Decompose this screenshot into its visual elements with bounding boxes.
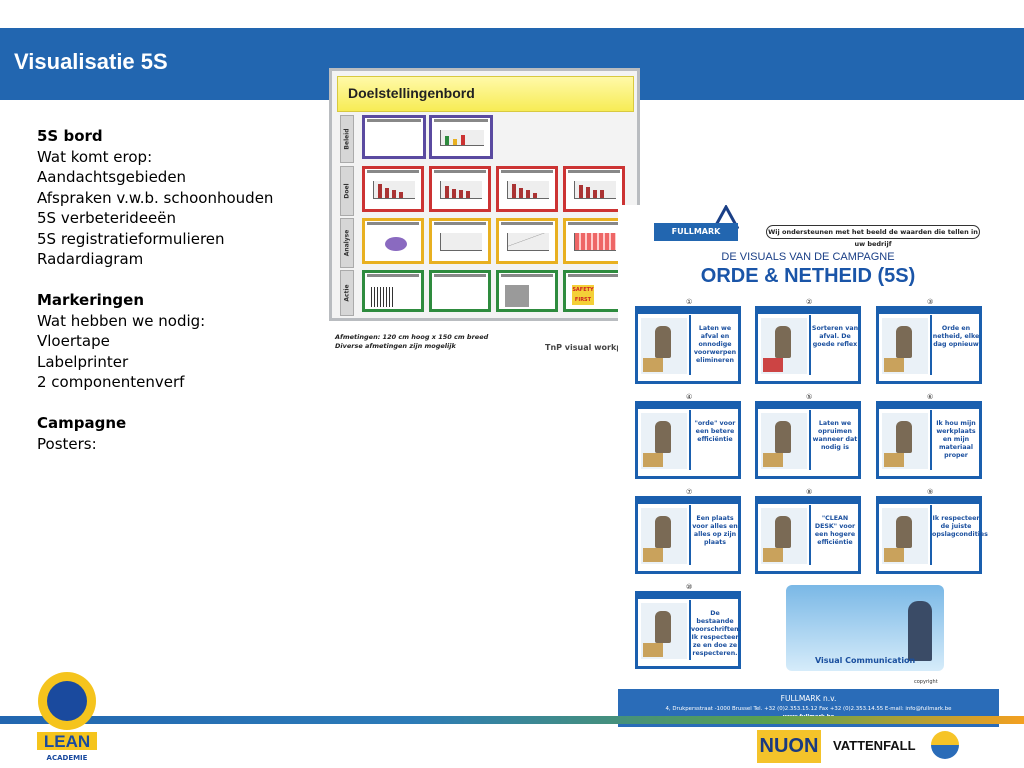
poster-subtitle: DE VISUALS VAN DE CAMPAGNE: [721, 251, 895, 263]
board-card: [429, 218, 491, 264]
section-heading: Campagne: [37, 414, 127, 432]
body-line: Afspraken v.w.b. schoonhouden: [37, 188, 274, 207]
body-line: 5S registratieformulieren: [37, 229, 225, 248]
board-card: [563, 166, 625, 212]
body-line: Vloertape: [37, 332, 110, 350]
svg-text:LEAN: LEAN: [44, 732, 90, 751]
slide-title: Visualisatie 5S: [14, 49, 168, 74]
board-card: [496, 218, 558, 264]
poster-card: ⑧"CLEAN DESK" voor een hogere efficiënti…: [755, 488, 861, 574]
fullmark-logo: FULLMARK: [654, 223, 738, 241]
board-card: [362, 270, 424, 312]
board-header: Doelstellingenbord: [337, 76, 634, 112]
body-line: Aandachtsgebieden: [37, 168, 187, 186]
section-heading: 5S bord: [37, 127, 103, 145]
board-card: [563, 218, 625, 264]
campaign-poster: FULLMARK Wij ondersteunen met het beeld …: [618, 205, 998, 685]
board-row-label: Actie: [340, 270, 354, 316]
board-card: [362, 166, 424, 212]
board-card: [429, 115, 493, 159]
body-line: Labelprinter: [37, 352, 129, 371]
board-card: [429, 270, 491, 312]
lean-academie-logo: LEAN ACADEMIE: [37, 672, 97, 762]
board-row-label: Analyse: [340, 218, 354, 268]
board-card: [362, 115, 426, 159]
tnp-logo: TnP visual workplace: [545, 343, 641, 352]
vattenfall-icon: [931, 731, 959, 759]
section-heading: Markeringen: [37, 291, 144, 309]
body-line: 2 componentenverf: [37, 373, 185, 391]
poster-slogan: Wij ondersteunen met het beeld de waarde…: [766, 225, 980, 248]
body-line: Wat komt erop:: [37, 147, 153, 166]
visual-communication-label: Visual Communication: [815, 656, 916, 665]
body-line: 5S verbeterideeën: [37, 209, 177, 227]
board-card: [496, 166, 558, 212]
vattenfall-logo: VATTENFALL: [833, 738, 916, 753]
board-dimensions: Afmetingen: 120 cm hoog x 150 cm breed D…: [335, 333, 489, 350]
body-line: Wat hebben we nodig:: [37, 311, 206, 330]
board-card: [429, 166, 491, 212]
body-line: Posters:: [37, 434, 97, 453]
svg-text:ACADEMIE: ACADEMIE: [47, 754, 88, 762]
board-card: [496, 270, 558, 312]
body-line: Radardiagram: [37, 250, 144, 268]
copyright-text: copyright: [914, 679, 938, 685]
poster-title: ORDE & NETHEID (5S): [700, 265, 916, 287]
presenter-figure: [908, 601, 932, 661]
nuon-logo: NUON: [757, 730, 821, 763]
doelstellingenbord-image: Doelstellingenbord Beleid Doel Analyse A…: [329, 68, 640, 321]
poster-card: ④"orde" voor een betere efficiëntie: [635, 393, 741, 479]
board-row-label: Beleid: [340, 115, 354, 163]
board-row-label: Doel: [340, 166, 354, 216]
board-card: [362, 218, 424, 264]
body-text: 5S bord Wat komt erop: Aandachtsgebieden…: [37, 126, 327, 454]
board-title: Doelstellingenbord: [348, 85, 475, 101]
bottom-rule: [0, 716, 1024, 724]
